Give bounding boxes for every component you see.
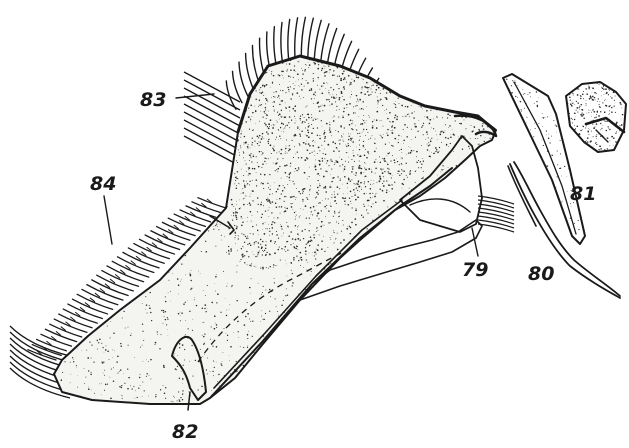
right-bristle-tuft	[478, 196, 514, 232]
label-80: 80	[528, 263, 554, 285]
piece-80	[508, 162, 620, 298]
leader-84	[104, 196, 112, 244]
label-81: 81	[570, 183, 596, 205]
label-83: 83	[140, 89, 166, 111]
inner-flap-fold	[410, 199, 470, 212]
leader-79	[472, 228, 478, 256]
label-82: 82	[172, 421, 198, 443]
label-84: 84	[90, 173, 116, 195]
corner-piece	[564, 80, 629, 155]
label-79: 79	[462, 259, 488, 281]
